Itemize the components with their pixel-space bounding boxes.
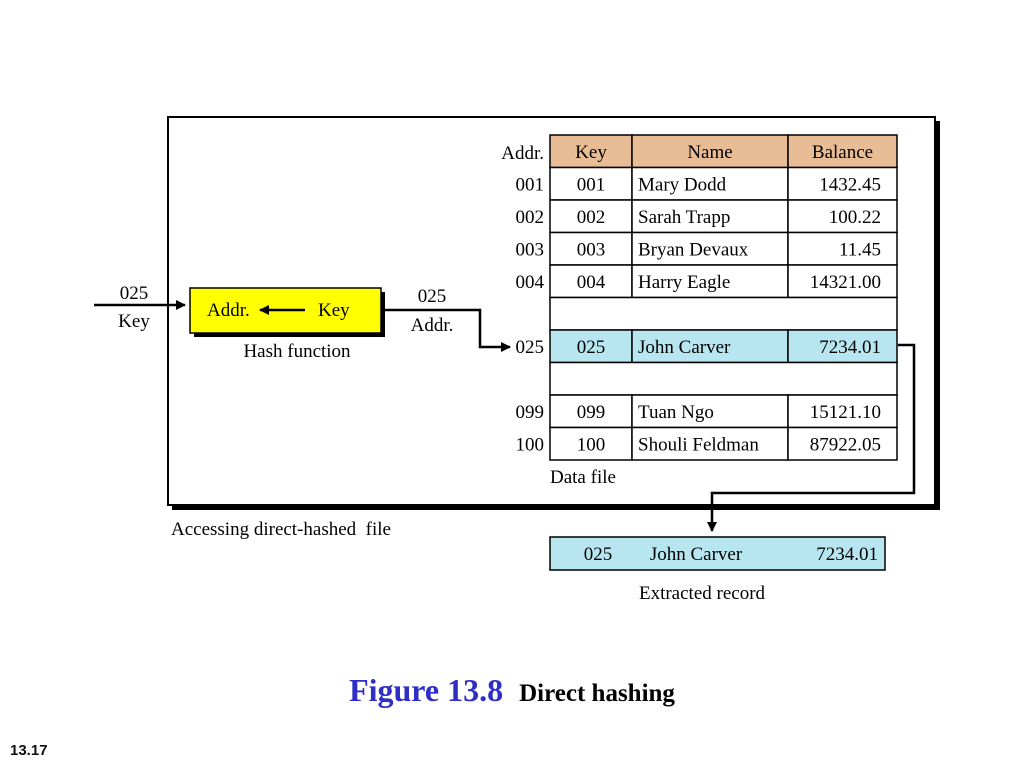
row-name: Harry Eagle xyxy=(638,272,730,293)
slide-number: 13.17 xyxy=(10,742,48,759)
row-addr: 003 xyxy=(516,240,545,261)
row-addr: 100 xyxy=(516,435,545,456)
row-key: 025 xyxy=(577,337,606,358)
row-name: Bryan Devaux xyxy=(638,240,749,261)
row-name: Mary Dodd xyxy=(638,175,727,196)
extracted-record-box xyxy=(549,536,886,571)
table-cell xyxy=(549,199,633,234)
table-cell xyxy=(631,264,789,299)
row-balance: 7234.01 xyxy=(819,337,881,358)
table-cell xyxy=(631,166,789,201)
row-addr: 002 xyxy=(516,207,545,228)
row-key: 001 xyxy=(577,175,606,196)
extract-arrow xyxy=(707,343,916,532)
row-addr: 025 xyxy=(516,337,545,358)
row-addr: 099 xyxy=(516,402,545,423)
hash-box-key-label: Key xyxy=(318,300,350,321)
row-balance: 11.45 xyxy=(839,240,881,261)
addr-to-table-arrow xyxy=(385,308,511,352)
figure-caption: Figure 13.8 Direct hashing xyxy=(0,672,1024,709)
row-key: 002 xyxy=(577,207,606,228)
extracted-key: 025 xyxy=(584,544,613,565)
row-key: 099 xyxy=(577,402,606,423)
table-empty-row xyxy=(549,361,898,396)
table-cell xyxy=(549,394,633,429)
table-cell xyxy=(631,426,789,461)
row-name: John Carver xyxy=(638,337,731,358)
row-balance: 1432.45 xyxy=(819,175,881,196)
row-name: Shouli Feldman xyxy=(638,435,759,456)
output-addr-label: Addr. xyxy=(411,315,454,336)
panel-caption: Accessing direct-hashed file xyxy=(171,519,391,540)
table-cell xyxy=(631,231,789,266)
hash-function-caption: Hash function xyxy=(243,341,351,362)
table-empty-row xyxy=(549,296,898,331)
table-cell xyxy=(787,426,898,461)
table-header-balance: Balance xyxy=(812,142,873,163)
row-balance: 14321.00 xyxy=(810,272,881,293)
input-key-label: Key xyxy=(118,311,150,332)
table-cell xyxy=(787,264,898,299)
table-cell xyxy=(787,166,898,201)
input-key-value: 025 xyxy=(120,283,149,304)
table-cell xyxy=(787,199,898,234)
row-balance: 100.22 xyxy=(829,207,881,228)
addr-column-header: Addr. xyxy=(501,143,544,164)
table-header-key: Key xyxy=(575,142,607,163)
row-key: 003 xyxy=(577,240,606,261)
row-addr: 004 xyxy=(516,272,545,293)
row-key: 100 xyxy=(577,435,606,456)
figure-number: Figure 13.8 xyxy=(349,672,504,708)
row-addr: 001 xyxy=(516,175,545,196)
row-balance: 87922.05 xyxy=(810,435,881,456)
row-name: Sarah Trapp xyxy=(638,207,730,228)
table-cell xyxy=(787,231,898,266)
data-file-caption: Data file xyxy=(550,467,616,488)
hash-box-addr-label: Addr. xyxy=(207,300,250,321)
row-key: 004 xyxy=(577,272,606,293)
extracted-name: John Carver xyxy=(650,544,743,565)
table-cell xyxy=(631,394,789,429)
figure-title: Direct hashing xyxy=(519,680,675,707)
table-header-name: Name xyxy=(687,142,732,163)
extracted-balance: 7234.01 xyxy=(816,544,878,565)
extracted-record-caption: Extracted record xyxy=(639,583,766,604)
output-addr-value: 025 xyxy=(418,286,447,307)
row-name: Tuan Ngo xyxy=(638,402,714,423)
table-cell xyxy=(549,264,633,299)
table-cell xyxy=(549,329,633,364)
row-balance: 15121.10 xyxy=(810,402,881,423)
